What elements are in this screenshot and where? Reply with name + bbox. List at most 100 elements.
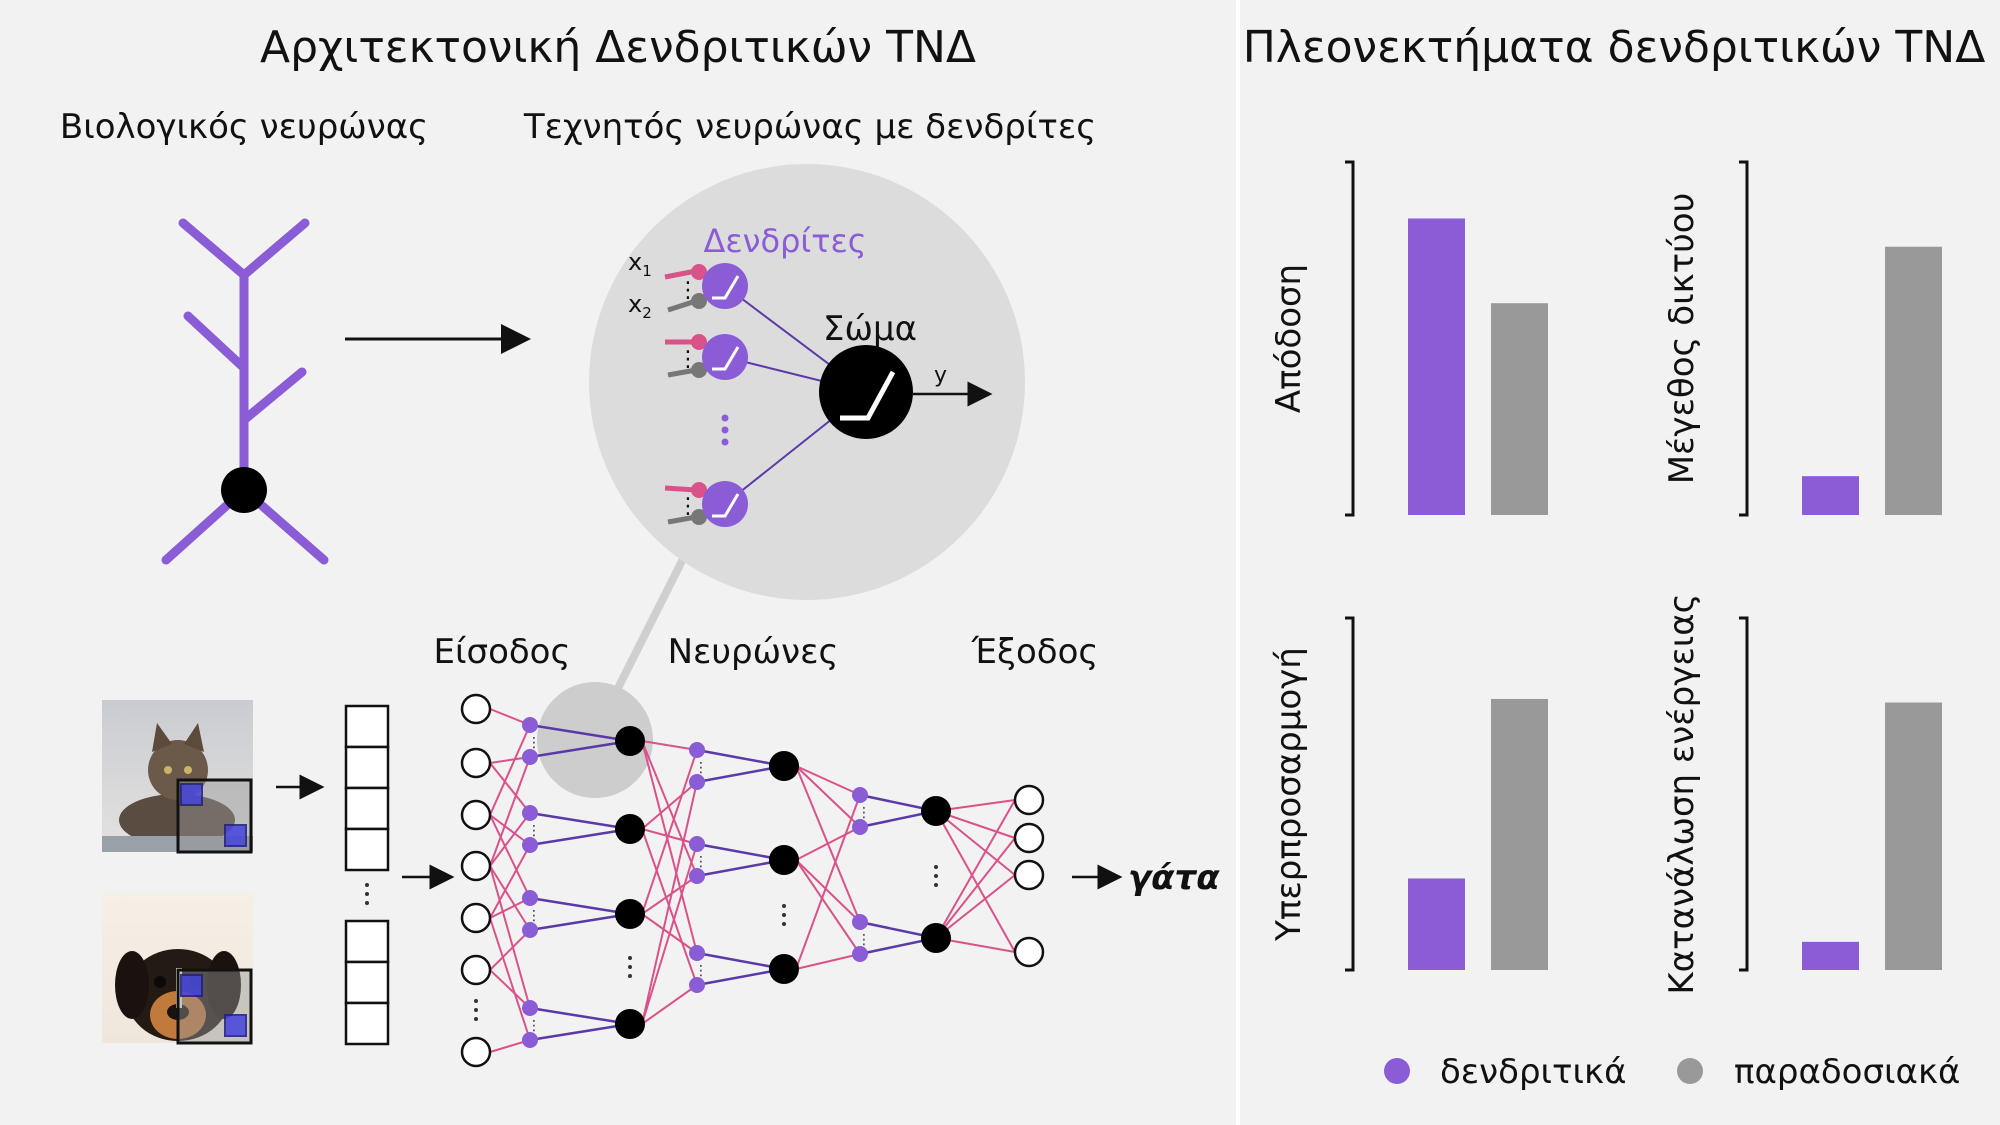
bio-neuron-label: Βιολογικός νευρώνας (60, 107, 428, 147)
input-link (489, 929, 531, 971)
input-link (795, 859, 861, 923)
input-neuron (460, 693, 492, 725)
dendrite-node (852, 946, 868, 962)
input-link (489, 762, 531, 814)
hidden-neuron (615, 726, 645, 756)
layer-ellipsis-dot (628, 956, 632, 960)
input-layer-label: Είσοδος (434, 632, 571, 672)
chart-ylabel: Υπερπροσαρμογή (1269, 647, 1309, 942)
layer-ellipsis-dot (628, 974, 632, 978)
input-link (795, 765, 861, 796)
input-link (795, 765, 861, 828)
layer-ellipsis-dot (782, 904, 786, 908)
layer-ellipsis-dot (474, 1008, 478, 1012)
right-title: Πλεονεκτήματα δενδριτικών ΤΝΔ (1243, 22, 1986, 73)
output-link (935, 874, 1016, 939)
input-link (489, 814, 531, 846)
network-dendrites: ⋮⋮⋮⋮⋮⋮⋮⋮⋮ (522, 717, 871, 1048)
input-vector (344, 704, 390, 1046)
zoom-connector (608, 553, 689, 702)
layer-ellipsis-dot (628, 965, 632, 969)
prediction-label: γάτα (1128, 858, 1220, 898)
dendrite-ellipsis (721, 414, 729, 446)
dendrite-dots: ⋮ (694, 854, 708, 870)
chart-ylabel: Κατανάλωση ενέργειας (1662, 593, 1702, 994)
dendrite-node (852, 819, 868, 835)
dendrite-node (522, 890, 538, 906)
soma-label: Σώμα (823, 309, 917, 349)
chart-4: Κατανάλωση ενέργειας (1662, 593, 1942, 995)
dendrite-node (689, 836, 705, 852)
bar-traditional (1885, 246, 1942, 515)
layer-ellipsis-dot (934, 865, 938, 869)
output-link (935, 799, 1016, 939)
left-title: Αρχιτεκτονική Δενδριτικών ΤΝΔ (260, 22, 976, 73)
input-vector-ellipsis (365, 883, 369, 905)
dendrite-unit-2 (702, 334, 748, 380)
right-panel (1240, 0, 2000, 1125)
input-link (489, 917, 531, 1041)
input-link (641, 740, 698, 751)
layer-ellipsis-dot (934, 874, 938, 878)
dendrite-dots: ⋮ (527, 823, 541, 839)
legend: δενδριτικά παραδοσιακά (1384, 1052, 1960, 1092)
hidden-neuron (615, 899, 645, 929)
dendrite-unit-1 (702, 263, 748, 309)
input-neuron (460, 850, 492, 882)
input-neuron (460, 954, 492, 986)
chart-1: Απόδοση (1269, 160, 1548, 517)
dendrite-dots: ⋮ (694, 760, 708, 776)
dendrite-link (529, 1022, 631, 1042)
output-layer-label: Έξοδος (971, 632, 1099, 672)
dendrite-node (689, 742, 705, 758)
dendrite-node (522, 1032, 538, 1048)
dendrite-dots: ⋮ (527, 1018, 541, 1034)
dendrite-link (529, 896, 631, 916)
dendrite-node (522, 749, 538, 765)
input-link (795, 794, 861, 970)
dendrite-node (689, 774, 705, 790)
chart-2: Μέγεθος δικτύου (1662, 160, 1942, 517)
synapse-group-2: ⋮ (665, 334, 707, 378)
network-links (489, 708, 1016, 1053)
input-link (641, 749, 698, 915)
dendrite-node (522, 837, 538, 853)
input-link (795, 859, 861, 955)
input-link (489, 812, 531, 867)
soma-activation-icon (840, 370, 896, 421)
legend-dendritic-swatch (1384, 1058, 1410, 1084)
dendrite-dots: ⋮ (857, 932, 871, 948)
input-link (489, 756, 531, 867)
input-link (795, 953, 861, 970)
input-x2-label: x2 (628, 290, 652, 322)
dendrite-link (529, 739, 631, 759)
chart-axis (1345, 616, 1355, 972)
hidden-neuron (615, 814, 645, 844)
output-neuron (1013, 822, 1045, 854)
dendrite-unit-3 (702, 481, 748, 527)
input-link (489, 814, 531, 899)
layer-ellipsis-dot (782, 922, 786, 926)
input-link (641, 828, 698, 986)
hidden-neuron (921, 923, 951, 953)
output-y-label: y (934, 363, 947, 388)
synapse-group-3: ⋮ (664, 482, 707, 525)
chart-3: Υπερπροσαρμογή (1269, 616, 1548, 972)
dendrite-node (689, 868, 705, 884)
dendrite-dots: ⋮ (694, 963, 708, 979)
dendritic-network: ⋮⋮⋮⋮⋮⋮⋮⋮⋮ (460, 693, 1045, 1068)
input-neuron (460, 747, 492, 779)
input-link (641, 875, 698, 915)
svg-text:⋮: ⋮ (677, 278, 699, 303)
dendrite-dots: ⋮ (527, 735, 541, 751)
dendrite-link (529, 827, 631, 847)
dendrite-node (522, 717, 538, 733)
dendrite-link (529, 723, 631, 743)
dendrite-dots: ⋮ (857, 805, 871, 821)
soma-unit (819, 345, 913, 439)
output-link (935, 837, 1016, 939)
zoom-source-circle (537, 682, 653, 798)
layer-ellipsis-dot (474, 999, 478, 1003)
